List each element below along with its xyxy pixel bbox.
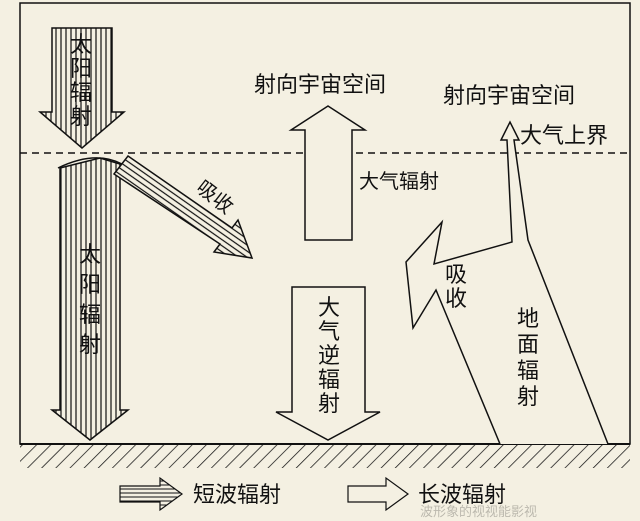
ground-char: 地 [517,307,539,332]
solar-arrow-top [37,27,127,149]
absorption-arrow [112,154,254,259]
legend-shortwave-label: 短波辐射 [193,483,281,508]
legend-shortwave-arrow [119,476,184,512]
label-atmos-radiation: 大气辐射 [359,169,439,193]
solar-top-char: 太 [70,33,92,58]
ground-radiation-arrow [405,120,609,445]
solar-top-char: 阳 [70,57,92,82]
label-space-right: 射向宇宙空间 [443,84,575,109]
ground-char: 射 [517,385,539,410]
atmos-radiation-arrow [288,105,368,241]
watermark-text: 波形象的视视能影视 [420,504,537,520]
solar-top-char: 射 [70,105,92,130]
solar-main-char: 射 [79,333,101,358]
ground-char: 面 [517,333,539,358]
solar-top-char: 辐 [70,81,92,106]
label-absorb-lower-2: 收 [445,287,467,312]
solar-arrow-curve [57,157,123,169]
label-absorb-lower-1: 吸 [445,263,467,288]
solar-arrow-main [49,157,131,441]
legend-longwave-label: 长波辐射 [418,483,506,508]
counter-char: 逆 [318,344,340,369]
counter-char: 气 [318,320,340,345]
legend-longwave-arrow [347,476,410,512]
label-space-left: 射向宇宙空间 [254,73,386,98]
solar-main-char: 辐 [79,303,101,328]
counter-char: 射 [318,392,340,417]
solar-main-char: 阳 [79,273,101,298]
counter-char: 辐 [318,368,340,393]
ground-surface [20,444,630,468]
counter-radiation-arrow [275,286,381,441]
ground-char: 辐 [517,359,539,384]
counter-char: 大 [318,296,340,321]
solar-main-char: 太 [79,243,101,268]
label-atmosphere-top: 大气上界 [520,124,608,149]
